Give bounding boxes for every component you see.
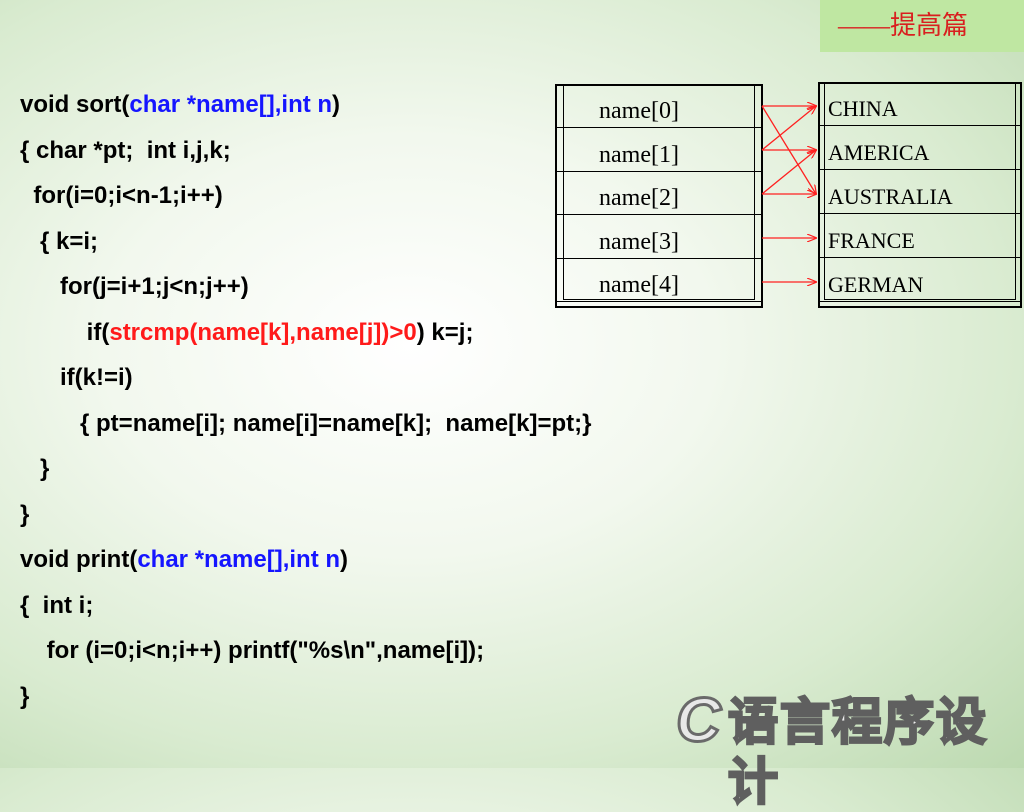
pointer-arrow-crossed [761, 105, 816, 194]
logo-text: 语言程序设计 [727, 692, 988, 812]
code-line: for(j=i+1;j<n;j++) [20, 264, 591, 310]
string-cell: GERMAN [820, 260, 1020, 302]
code-segment: for(i=0;i<n-1;i++) [20, 182, 223, 209]
code-listing: void sort(char *name[],int n){ char *pt;… [20, 82, 591, 719]
code-line: } [20, 674, 591, 720]
code-line: { pt=name[i]; name[i]=name[k]; name[k]=p… [20, 401, 591, 447]
pointer-label: name[0] [599, 98, 679, 124]
pointer-array-frame [563, 84, 755, 300]
section-tag: ——提高篇 [820, 0, 1024, 52]
string-cell: CHINA [820, 84, 1020, 126]
pointer-label: name[3] [599, 228, 679, 255]
string-value: CHINA [828, 96, 898, 121]
code-segment: } [20, 455, 50, 482]
code-line: } [20, 446, 591, 492]
pointer-cell: name[2] [557, 173, 761, 215]
code-segment: char *name[],int n [129, 91, 333, 118]
code-segment: { k=i; [20, 227, 99, 255]
code-segment: } [20, 682, 30, 710]
string-value: AMERICA [828, 140, 930, 165]
code-segment: ) [340, 546, 349, 573]
code-line: } [20, 492, 591, 538]
code-segment: if( [20, 318, 110, 346]
string-cell: FRANCE [820, 216, 1020, 258]
code-segment: if(k!=i) [20, 364, 133, 391]
pointer-label: name[4] [599, 272, 679, 298]
pointer-arrows [761, 0, 1024, 768]
pointer-cell: name[1] [557, 130, 761, 172]
code-line: { k=i; [20, 219, 591, 265]
code-line: { int i; [20, 583, 591, 629]
string-value: GERMAN [828, 272, 924, 297]
code-segment: ) k=j; [416, 318, 474, 346]
string-value: AUSTRALIA [828, 184, 953, 209]
pointer-array-box: name[0] name[1] name[2] name[3] name[4] [555, 84, 763, 308]
code-line: { char *pt; int i,j,k; [20, 128, 591, 174]
pointer-arrow-crossed [761, 106, 816, 151]
code-segment: ) [332, 91, 341, 118]
code-segment: void print( [20, 546, 138, 573]
string-array-box: CHINA AMERICA AUSTRALIA FRANCE GERMAN [818, 82, 1022, 308]
code-line: for (i=0;i<n;i++) printf("%s\n",name[i])… [20, 628, 591, 674]
course-logo: C 语言程序设计 [675, 686, 1006, 812]
code-line: void sort(char *name[],int n) [20, 82, 591, 128]
code-segment: { pt=name[i]; name[i]=name[k]; name[k]=p… [20, 409, 592, 437]
code-segment: void sort( [20, 91, 130, 118]
string-cell: AMERICA [820, 128, 1020, 170]
code-segment: } [20, 500, 30, 528]
code-line: if(k!=i) [20, 355, 591, 401]
string-value: FRANCE [828, 228, 915, 253]
code-line: void print(char *name[],int n) [20, 537, 591, 583]
code-segment: for(j=i+1;j<n;j++) [20, 273, 249, 300]
code-segment: { char *pt; int i,j,k; [20, 136, 231, 164]
pointer-cell: name[3] [557, 217, 761, 259]
pointer-label: name[1] [599, 141, 679, 168]
code-segment: { int i; [20, 591, 94, 619]
string-cell: AUSTRALIA [820, 172, 1020, 214]
code-line: for(i=0;i<n-1;i++) [20, 173, 591, 219]
pointer-label: name[2] [599, 185, 679, 211]
code-line: if(strcmp(name[k],name[j])>0) k=j; [20, 310, 591, 356]
code-segment: char *name[],int n [137, 546, 341, 573]
pointer-cell: name[4] [557, 260, 761, 302]
code-segment: for (i=0;i<n;i++) printf("%s\n",name[i])… [20, 637, 485, 664]
logo-letter: C [675, 686, 723, 755]
string-array-frame [824, 82, 1016, 300]
code-segment: strcmp(name[k],name[j])>0 [109, 318, 417, 346]
pointer-cell: name[0] [557, 86, 761, 128]
pointer-arrow-crossed [761, 150, 816, 195]
